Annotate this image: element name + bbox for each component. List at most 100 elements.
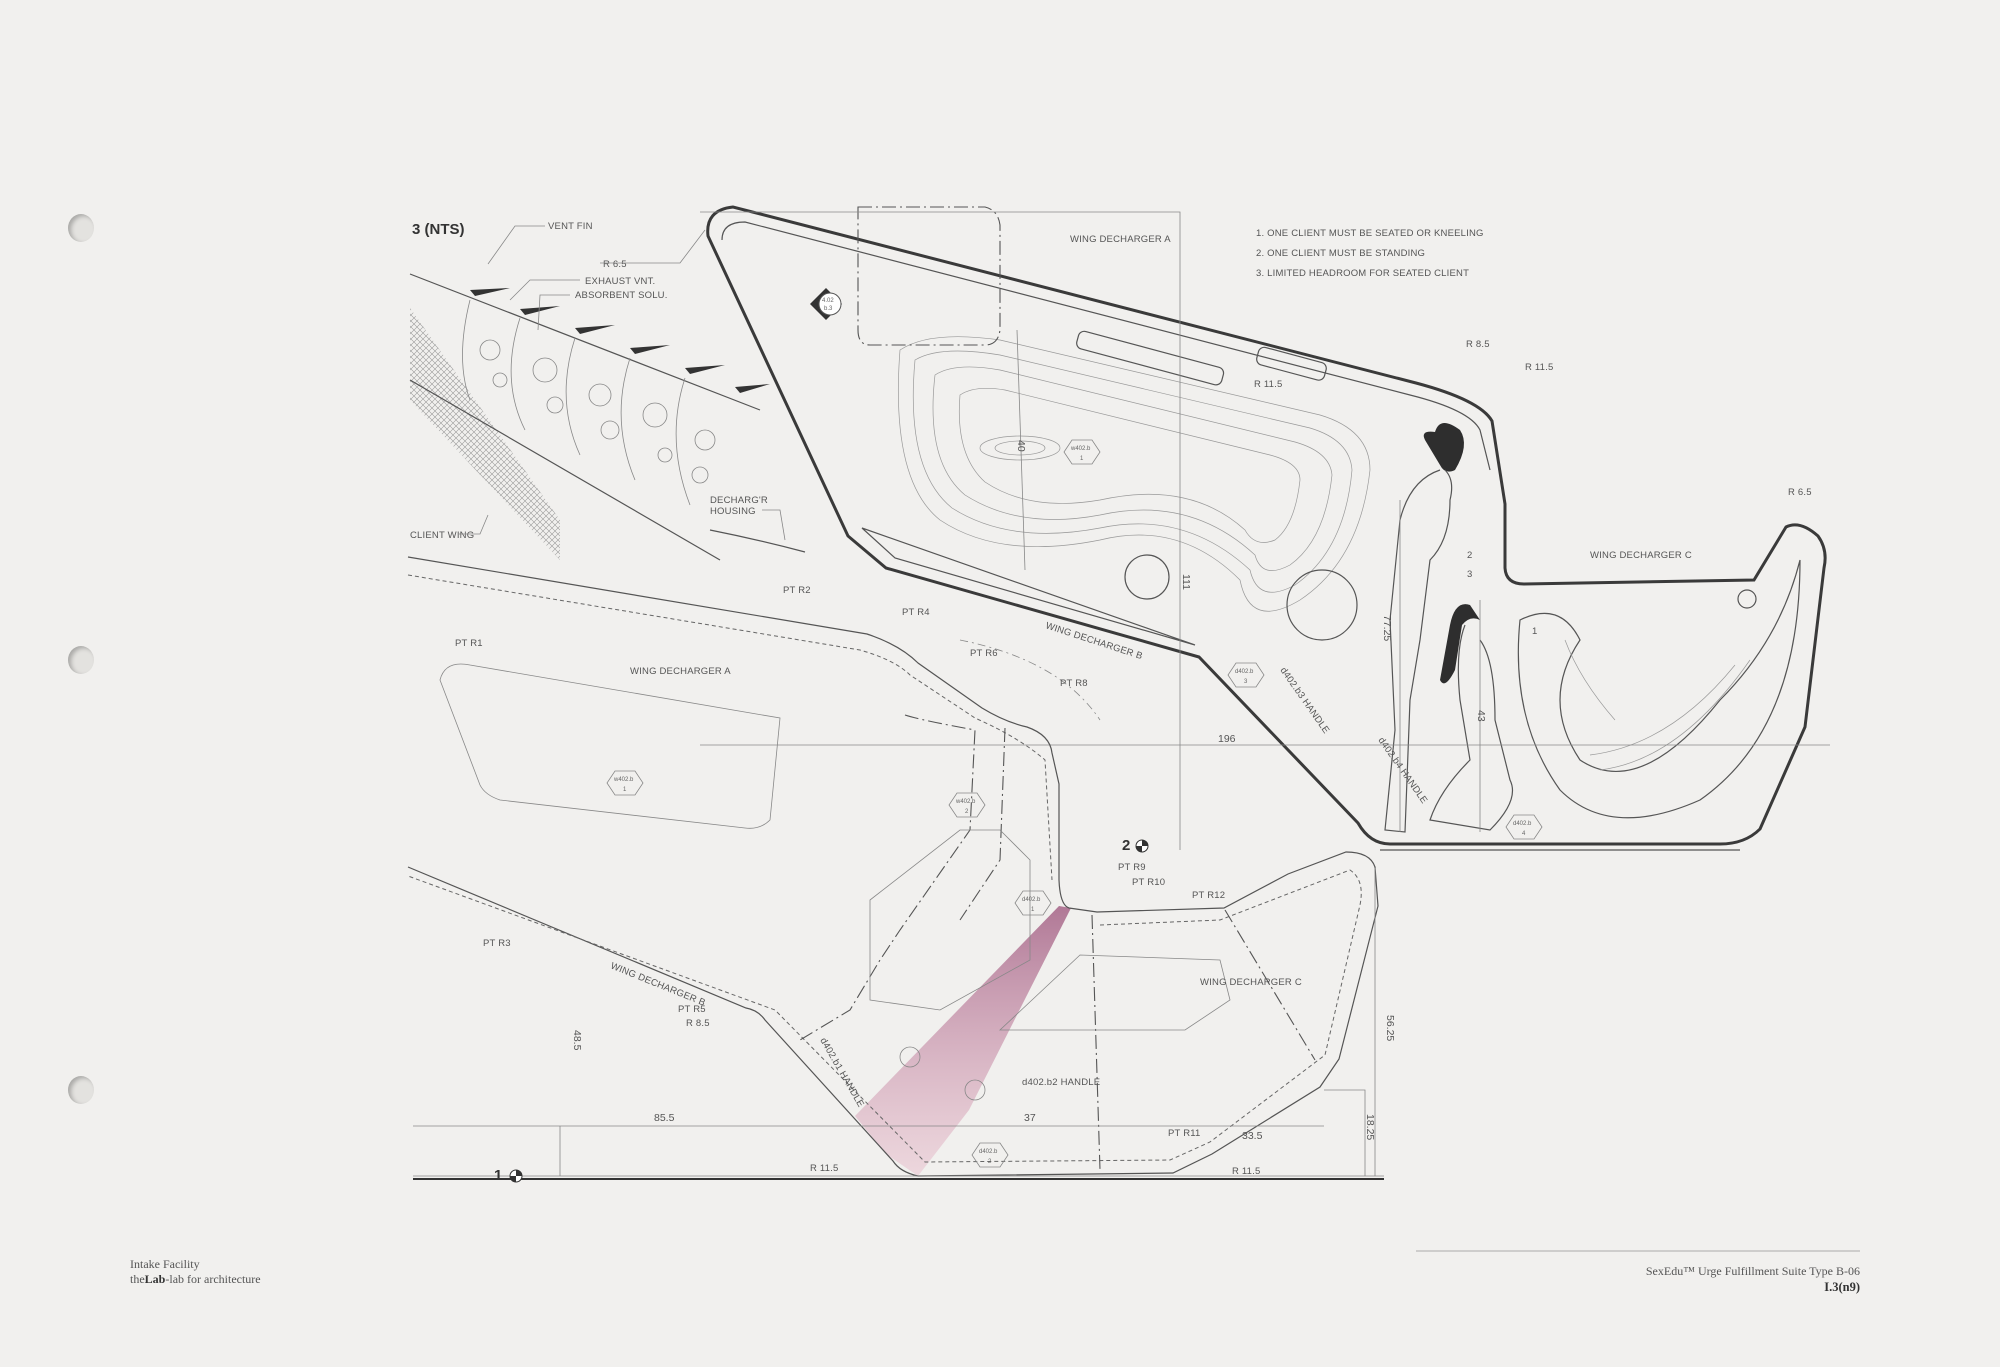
label-client-wing: CLIENT WING: [410, 530, 474, 541]
label-d402-b4-handle: d402.b4 HANDLE: [1376, 735, 1430, 805]
svg-text:1: 1: [1031, 907, 1035, 913]
note-3: 3. LIMITED HEADROOM FOR SEATED CLIENT: [1256, 268, 1469, 279]
vent-fins: [470, 288, 770, 393]
label-d402-b2-handle: d402.b2 HANDLE: [1022, 1077, 1100, 1088]
tag-d402-b3: d402.b 3: [1227, 662, 1265, 688]
label-r85-lower: R 8.5: [686, 1018, 710, 1029]
svg-text:b.3: b.3: [824, 306, 833, 312]
label-r85: R 8.5: [1466, 339, 1490, 350]
ground-hatch: [410, 308, 560, 560]
label-wing-decharger-b-lower: WING DECHARGER B: [609, 961, 707, 1009]
svg-text:4: 4: [1522, 831, 1526, 837]
firm-name: theLab-lab for architecture: [130, 1272, 261, 1286]
dim-56-25: 56.25: [1384, 1015, 1396, 1041]
label-pt-r12: PT R12: [1192, 890, 1225, 901]
dim-77-25: 77.25: [1381, 615, 1393, 641]
svg-text:1: 1: [623, 787, 627, 793]
lower-plan: 1 PT R1 PT R2 PT R4 WING DECHARGER A PT …: [407, 556, 1396, 1184]
punch-hole: [68, 214, 94, 242]
label-exhaust-vent: EXHAUST VNT.: [585, 276, 655, 287]
label-pt-r3: PT R3: [483, 938, 511, 949]
label-pt-r4: PT R4: [902, 607, 930, 618]
label-pt-r11: PT R11: [1168, 1128, 1201, 1139]
detail-section-3: 3 (NTS) VENT FIN R 6.5 EXHAUST VNT. ABSO…: [409, 221, 806, 561]
label-wing-decharger-a-lower: WING DECHARGER A: [630, 666, 731, 677]
label-wing-decharger-a: WING DECHARGER A: [1070, 234, 1171, 245]
decharger-housing-line: [709, 529, 806, 553]
svg-text:3: 3: [1244, 679, 1248, 685]
label-pt-r9: PT R9: [1118, 862, 1146, 873]
client-wing-line: [409, 379, 721, 561]
label-r65-detail: R 6.5: [603, 259, 627, 270]
label-housing: HOUSING: [710, 506, 756, 517]
label-wing-decharger-c-lower: WING DECHARGER C: [1200, 977, 1302, 988]
dim-37: 37: [1024, 1112, 1036, 1124]
label-pt-r5: PT R5: [678, 1004, 706, 1015]
section-marker-1: 1: [494, 1167, 502, 1184]
vent-surface-line: [409, 273, 761, 411]
svg-text:1: 1: [1080, 456, 1084, 462]
svg-text:w402.b: w402.b: [613, 777, 634, 783]
label-vent-fin: VENT FIN: [548, 221, 593, 232]
label-pt-r6: PT R6: [970, 648, 998, 659]
svg-text:d402.b: d402.b: [979, 1149, 998, 1155]
label-pt-r10: PT R10: [1132, 877, 1165, 888]
tag-w402-b2-lower: w402.b 2: [948, 792, 986, 818]
dim-43: 43: [1475, 710, 1487, 722]
highlight-wedge: [855, 906, 1071, 1176]
absorbent-cells: [462, 299, 716, 506]
svg-text:2: 2: [965, 809, 969, 815]
drain-circle: [1124, 554, 1170, 600]
wing-decharger-c-form: [1517, 559, 1801, 819]
upper-plan-outline: [706, 205, 1827, 846]
notes-list: 1. ONE CLIENT MUST BE SEATED OR KNEELING…: [1256, 228, 1483, 279]
label-r65: R 6.5: [1788, 487, 1812, 498]
label-r115-lower-right: R 11.5: [1232, 1166, 1261, 1177]
title-block: Intake Facility theLab-lab for architect…: [130, 1250, 1860, 1294]
tag-w402-b1-upper: w402.b 1: [1063, 439, 1101, 465]
tag-w402-b1-lower: w402.b 1: [606, 770, 644, 796]
svg-text:4.02: 4.02: [822, 298, 834, 304]
wing-decharger-a-zone: [857, 206, 1001, 346]
label-r115-b: R 11.5: [1525, 362, 1554, 373]
dimension-lines: [700, 211, 1830, 850]
tag-d402-b4: d402.b 4: [1505, 814, 1543, 840]
dim-18-25: 18.25: [1364, 1114, 1376, 1140]
detail-title: 3 (NTS): [412, 221, 465, 238]
dim-111: 111: [1180, 574, 1192, 590]
kneeling-figure: [1429, 604, 1514, 831]
label-d402-b1-handle: d402.b1 HANDLE: [817, 1036, 866, 1109]
label-pt-r1: PT R1: [455, 638, 483, 649]
label-d402-b3-handle: d402.b3 HANDLE: [1278, 665, 1332, 735]
svg-text:w402.b: w402.b: [1070, 446, 1091, 452]
callout-2: 2: [1467, 550, 1472, 561]
tag-d402-b2-lower: d402.b 2: [971, 1142, 1009, 1168]
dim-40: 40: [1015, 440, 1027, 452]
label-pt-r2: PT R2: [783, 585, 811, 596]
label-decharger: DECHARG'R: [710, 495, 768, 506]
label-absorbent-solution: ABSORBENT SOLU.: [575, 290, 668, 301]
punch-hole: [68, 646, 94, 674]
wing-decharger-a-pad: [439, 663, 781, 829]
svg-text:d402.b: d402.b: [1022, 897, 1041, 903]
upper-plan: 2 WING DECHARGER A R 11.5 R 8.5 R 11.5 R…: [700, 205, 1830, 854]
callout-3: 3: [1467, 569, 1472, 580]
svg-text:d402.b: d402.b: [1513, 821, 1532, 827]
svg-text:2: 2: [988, 1159, 992, 1165]
dimension-lines-lower: [413, 868, 1384, 1177]
punch-hole: [68, 1076, 94, 1104]
dim-33-5: 33.5: [1242, 1130, 1263, 1142]
sheet-title: SexEdu™ Urge Fulfillment Suite Type B-06: [1646, 1264, 1860, 1278]
project-name: Intake Facility: [130, 1257, 200, 1271]
label-r115-lower-left: R 11.5: [810, 1163, 839, 1174]
dim-196: 196: [1218, 733, 1236, 745]
tag-402-b3-diamond: 4.02 b.3: [810, 288, 842, 320]
callout-1: 1: [1532, 626, 1537, 637]
tag-d402-b1-lower: d402.b 1: [1014, 890, 1052, 916]
dim-85-5: 85.5: [654, 1112, 675, 1124]
dim-48-5: 48.5: [571, 1030, 583, 1051]
label-wing-decharger-c: WING DECHARGER C: [1590, 550, 1692, 561]
lower-plan-outline: [407, 556, 1379, 1177]
label-pt-r8: PT R8: [1060, 678, 1088, 689]
